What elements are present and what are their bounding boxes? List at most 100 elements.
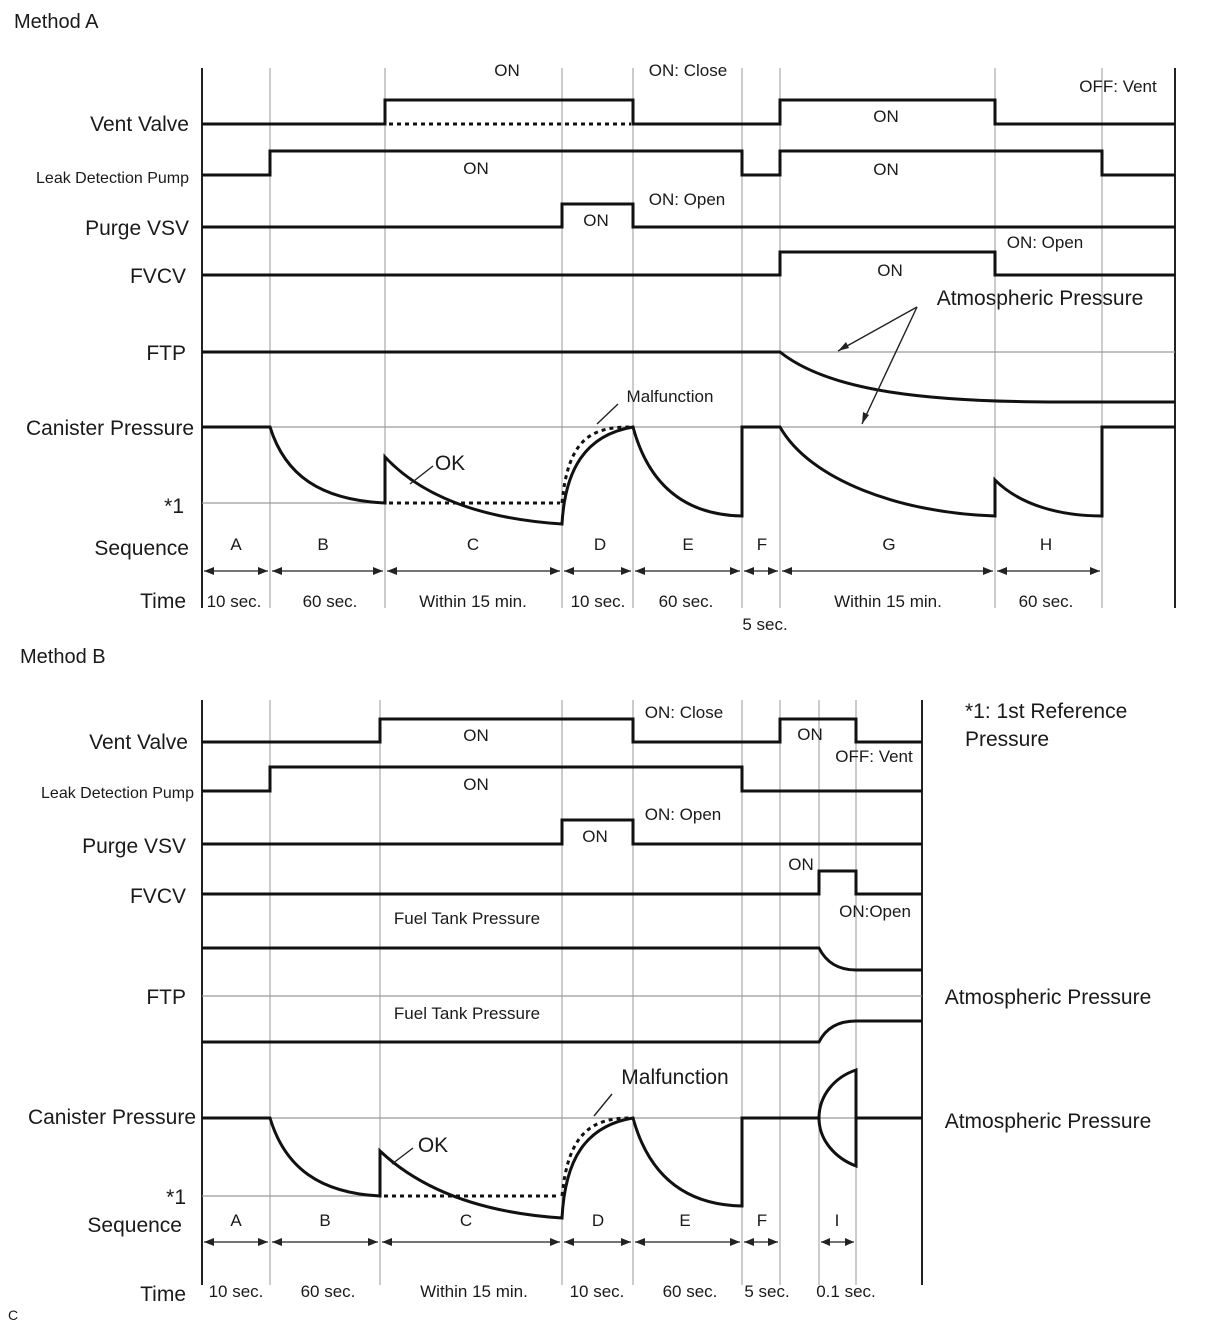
method-a-label-ref1: *1 (164, 495, 184, 518)
method-b-time-b: 60 sec. (301, 1282, 356, 1301)
method-a-arrowhead-left-6 (782, 567, 792, 575)
method-b-time-i: 0.1 sec. (816, 1282, 876, 1301)
method-b-title: Method B (20, 646, 106, 668)
method-a-seq-a: A (230, 535, 242, 554)
method-b-time-f: 5 sec. (744, 1282, 789, 1301)
method-a-vent-on-c: ON (494, 61, 520, 80)
method-b-arrowhead-right-i (845, 1238, 854, 1246)
method-a-time-f: 5 sec. (742, 615, 787, 634)
method-b-ok-label: OK (418, 1134, 448, 1157)
method-a-ok-label: OK (435, 452, 465, 475)
method-a-label-vent-valve: Vent Valve (90, 113, 189, 136)
method-a-time-b: 60 sec. (303, 592, 358, 611)
method-b-ftp-lower-signal (202, 1019, 922, 1044)
method-b-fuel-tank-label-1: Fuel Tank Pressure (394, 909, 540, 928)
method-b-arrowhead-left-2 (382, 1238, 392, 1246)
method-b-arrowhead-left-0 (204, 1238, 214, 1246)
corner-mark: C (8, 1307, 18, 1323)
method-b-pump-on: ON (463, 775, 489, 794)
method-a-arrowhead-left-4 (635, 567, 645, 575)
method-a-atmospheric-arrowhead-1 (838, 342, 849, 351)
method-b-vent-valve-signal (202, 717, 922, 744)
method-b-ok-pointer (391, 1147, 414, 1165)
method-b-ftp-upper-signal (202, 946, 922, 972)
method-a-malfunction-label: Malfunction (627, 387, 714, 406)
method-b-arrowhead-left-4 (635, 1238, 645, 1246)
method-b-arrowhead-left-3 (564, 1238, 574, 1246)
method-b-seq-a: A (230, 1211, 242, 1230)
method-a-arrowhead-left-3 (564, 567, 574, 575)
method-a-section: Method A Vent Valve Leak Detection Pump … (14, 11, 1176, 634)
method-a-fvcv-on: ON (877, 261, 903, 280)
method-a-seq-h: H (1040, 535, 1052, 554)
method-b-atmospheric-ftp: Atmospheric Pressure (945, 986, 1152, 1009)
method-a-duration-arrows (204, 567, 1100, 575)
method-a-seq-c: C (467, 535, 479, 554)
method-a-time-c: Within 15 min. (419, 592, 527, 611)
method-a-atmospheric-arrowhead-2 (862, 412, 869, 424)
footnote-line-2: Pressure (965, 728, 1049, 751)
method-a-arrowhead-right-3 (621, 567, 631, 575)
method-b-time-a: 10 sec. (209, 1282, 264, 1301)
method-b-time-e: 60 sec. (663, 1282, 718, 1301)
method-a-arrowhead-left-0 (204, 567, 214, 575)
method-b-fuel-tank-label-2: Fuel Tank Pressure (394, 1004, 540, 1023)
method-a-label-leak-pump: Leak Detection Pump (36, 170, 189, 187)
method-b-time-d: 10 sec. (570, 1282, 625, 1301)
method-b-seq-e: E (679, 1211, 690, 1230)
method-b-arrowhead-right-0 (258, 1238, 268, 1246)
method-a-leak-pump-signal (202, 149, 1175, 177)
method-a-arrowhead-left-7 (997, 567, 1007, 575)
method-a-phase-dividers (269, 68, 1103, 608)
method-b-leak-pump-signal (202, 765, 922, 793)
method-a-vent-valve-signal (202, 98, 1175, 126)
method-a-atmospheric-arrow-1 (837, 306, 918, 352)
method-a-label-ftp: FTP (146, 342, 186, 365)
method-b-arrowhead-right-1 (368, 1238, 378, 1246)
method-a-arrowhead-left-5 (744, 567, 754, 575)
method-a-vent-on-g: ON (873, 107, 899, 126)
method-b-label-sequence: Sequence (87, 1214, 182, 1237)
method-b-time-labels: 10 sec. 60 sec. Within 15 min. 10 sec. 6… (209, 1282, 876, 1301)
footnote: *1: 1st Reference Pressure (965, 700, 1127, 751)
footnote-line-1: *1: 1st Reference (965, 700, 1127, 723)
method-b-fvcv-on: ON (788, 855, 814, 874)
method-a-seq-d: D (594, 535, 606, 554)
method-a-fvcv-on-open: ON: Open (1007, 233, 1084, 252)
method-b-seq-c: C (460, 1211, 472, 1230)
method-a-malfunction-pointer (596, 403, 619, 425)
method-a-seq-e: E (682, 535, 693, 554)
method-a-time-h: 60 sec. (1019, 592, 1074, 611)
method-b-fvcv-on-open: ON:Open (839, 902, 911, 921)
method-a-sequence-labels: A B C D E F G H (230, 535, 1052, 554)
method-b-seq-f: F (757, 1211, 767, 1230)
method-b-arrowhead-left-i (821, 1238, 830, 1246)
method-b-vent-off-vent: OFF: Vent (835, 747, 913, 766)
method-b-fvcv-signal (202, 869, 922, 896)
method-b-canister-dashed-malfunction (560, 1116, 631, 1197)
method-b-duration-arrows (204, 1238, 854, 1246)
method-b-label-leak-pump: Leak Detection Pump (41, 785, 194, 802)
method-a-time-g: Within 15 min. (834, 592, 942, 611)
method-a-time-labels: 10 sec. 60 sec. Within 15 min. 10 sec. 6… (207, 592, 1074, 634)
method-a-canister-signal (202, 425, 1175, 526)
method-a-label-sequence: Sequence (94, 537, 189, 560)
method-a-arrowhead-right-7 (1090, 567, 1100, 575)
method-a-canister-dashed-malfunction (560, 425, 631, 504)
method-b-arrowhead-left-5 (744, 1238, 754, 1246)
method-a-seq-g: G (882, 535, 895, 554)
method-b-seq-i: I (835, 1211, 840, 1230)
method-a-time-a: 10 sec. (207, 592, 262, 611)
method-a-arrowhead-right-0 (258, 567, 268, 575)
method-a-time-d: 10 sec. (571, 592, 626, 611)
method-b-sequence-labels: A B C D E F I (230, 1211, 839, 1230)
method-b-arrowhead-left-1 (272, 1238, 282, 1246)
method-a-arrowhead-right-5 (768, 567, 778, 575)
method-b-arrowhead-right-2 (550, 1238, 560, 1246)
method-b-arrowhead-right-5 (768, 1238, 778, 1246)
method-b-seq-d: D (592, 1211, 604, 1230)
method-a-arrowhead-right-6 (983, 567, 993, 575)
method-a-vent-on-close: ON: Close (649, 61, 727, 80)
method-a-label-time: Time (140, 590, 186, 613)
